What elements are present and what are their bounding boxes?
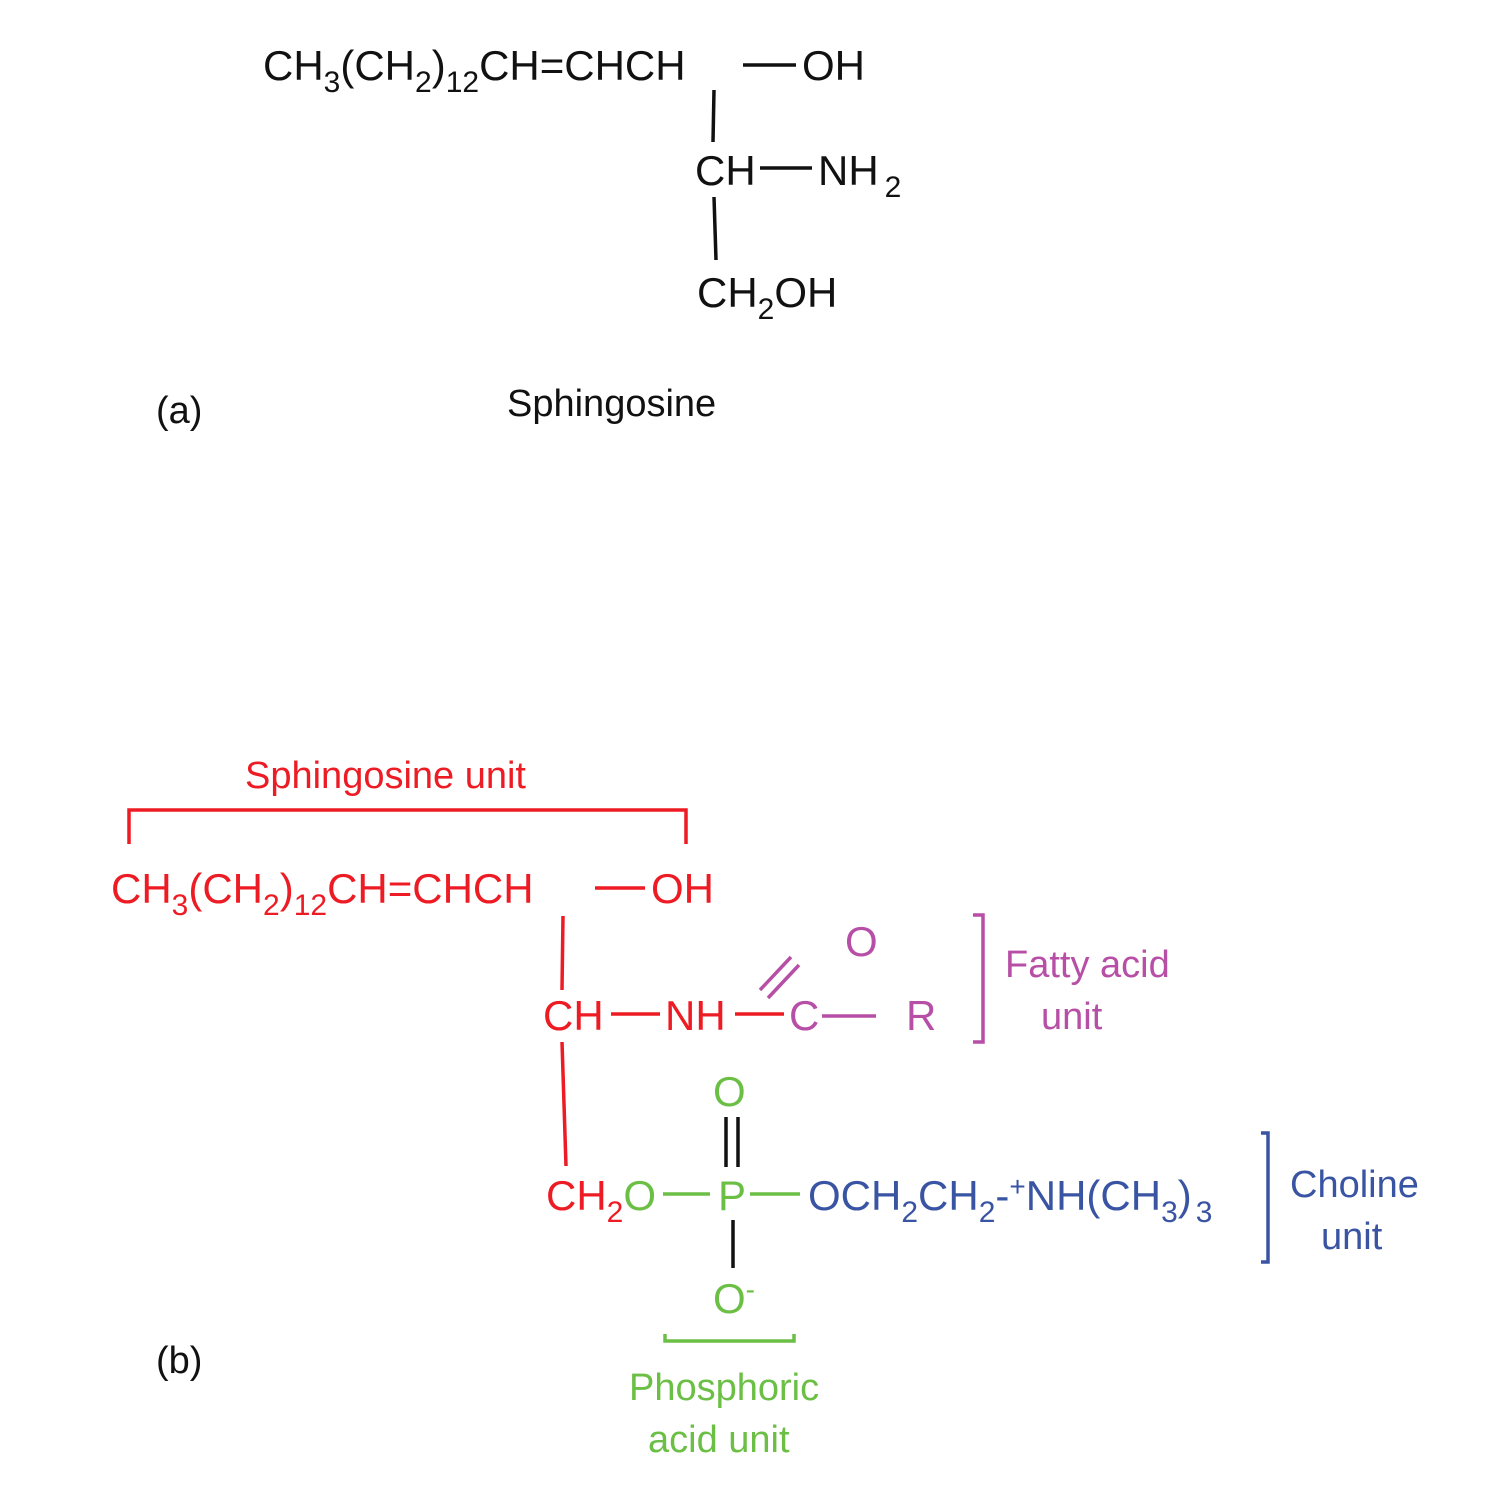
choline-label-line2: unit — [1321, 1216, 1383, 1258]
formula-b-o-minus: O- — [713, 1274, 755, 1322]
choline-bracket — [1261, 1131, 1270, 1264]
formula-b-nh: NH — [665, 992, 726, 1039]
formula-b-carbonyl-c: C — [789, 992, 820, 1039]
formula-b-oh: OH — [651, 865, 714, 912]
panel-a-title: Sphingosine — [507, 383, 717, 425]
sphingosine-unit-bracket — [127, 808, 688, 844]
fatty-acid-bracket — [973, 913, 985, 1044]
formula-a-main-chain: CH3(CH2)12CH=CHCH — [263, 42, 686, 99]
bond-c1-c2-b — [560, 915, 565, 991]
formula-a-ch: CH — [695, 147, 756, 194]
formula-b-main-chain: CH3(CH2)12CH=CHCH — [111, 865, 534, 922]
bond-c2-c3-b — [560, 1041, 568, 1167]
fatty-acid-label-line1: Fatty acid — [1005, 944, 1170, 986]
panel-b-label: (b) — [156, 1340, 203, 1382]
bond-c-o-double-2 — [766, 963, 801, 1000]
formula-a-ch2oh: CH2OH — [697, 269, 838, 326]
sphingosine-unit-label: Sphingosine unit — [245, 755, 526, 797]
formula-b-phosphate-row: CH2O — [546, 1172, 657, 1229]
phosphoric-label-line1: Phosphoric — [629, 1367, 820, 1409]
bond-c2-c3-a — [712, 196, 718, 261]
panel-a-label: (a) — [156, 390, 203, 432]
formula-b-choline: OCH2CH2-+NH(CH3)3 — [808, 1171, 1213, 1229]
formula-b-r-group: R — [906, 992, 937, 1039]
phosphoric-acid-bracket — [663, 1334, 796, 1343]
formula-b-phosphorus: P — [718, 1172, 747, 1219]
formula-b-ch: CH — [543, 992, 604, 1039]
formula-b-carbonyl-o: O — [845, 918, 878, 965]
formula-a-oh: OH — [802, 42, 865, 89]
formula-b-p-double-o: O — [713, 1068, 746, 1115]
bond-c1-c2-a — [711, 89, 716, 143]
choline-label-line1: Choline — [1290, 1164, 1419, 1206]
bond-c-o-double-1 — [758, 955, 793, 992]
phosphoric-label-line2: acid unit — [648, 1419, 790, 1461]
fatty-acid-label-line2: unit — [1041, 996, 1103, 1038]
